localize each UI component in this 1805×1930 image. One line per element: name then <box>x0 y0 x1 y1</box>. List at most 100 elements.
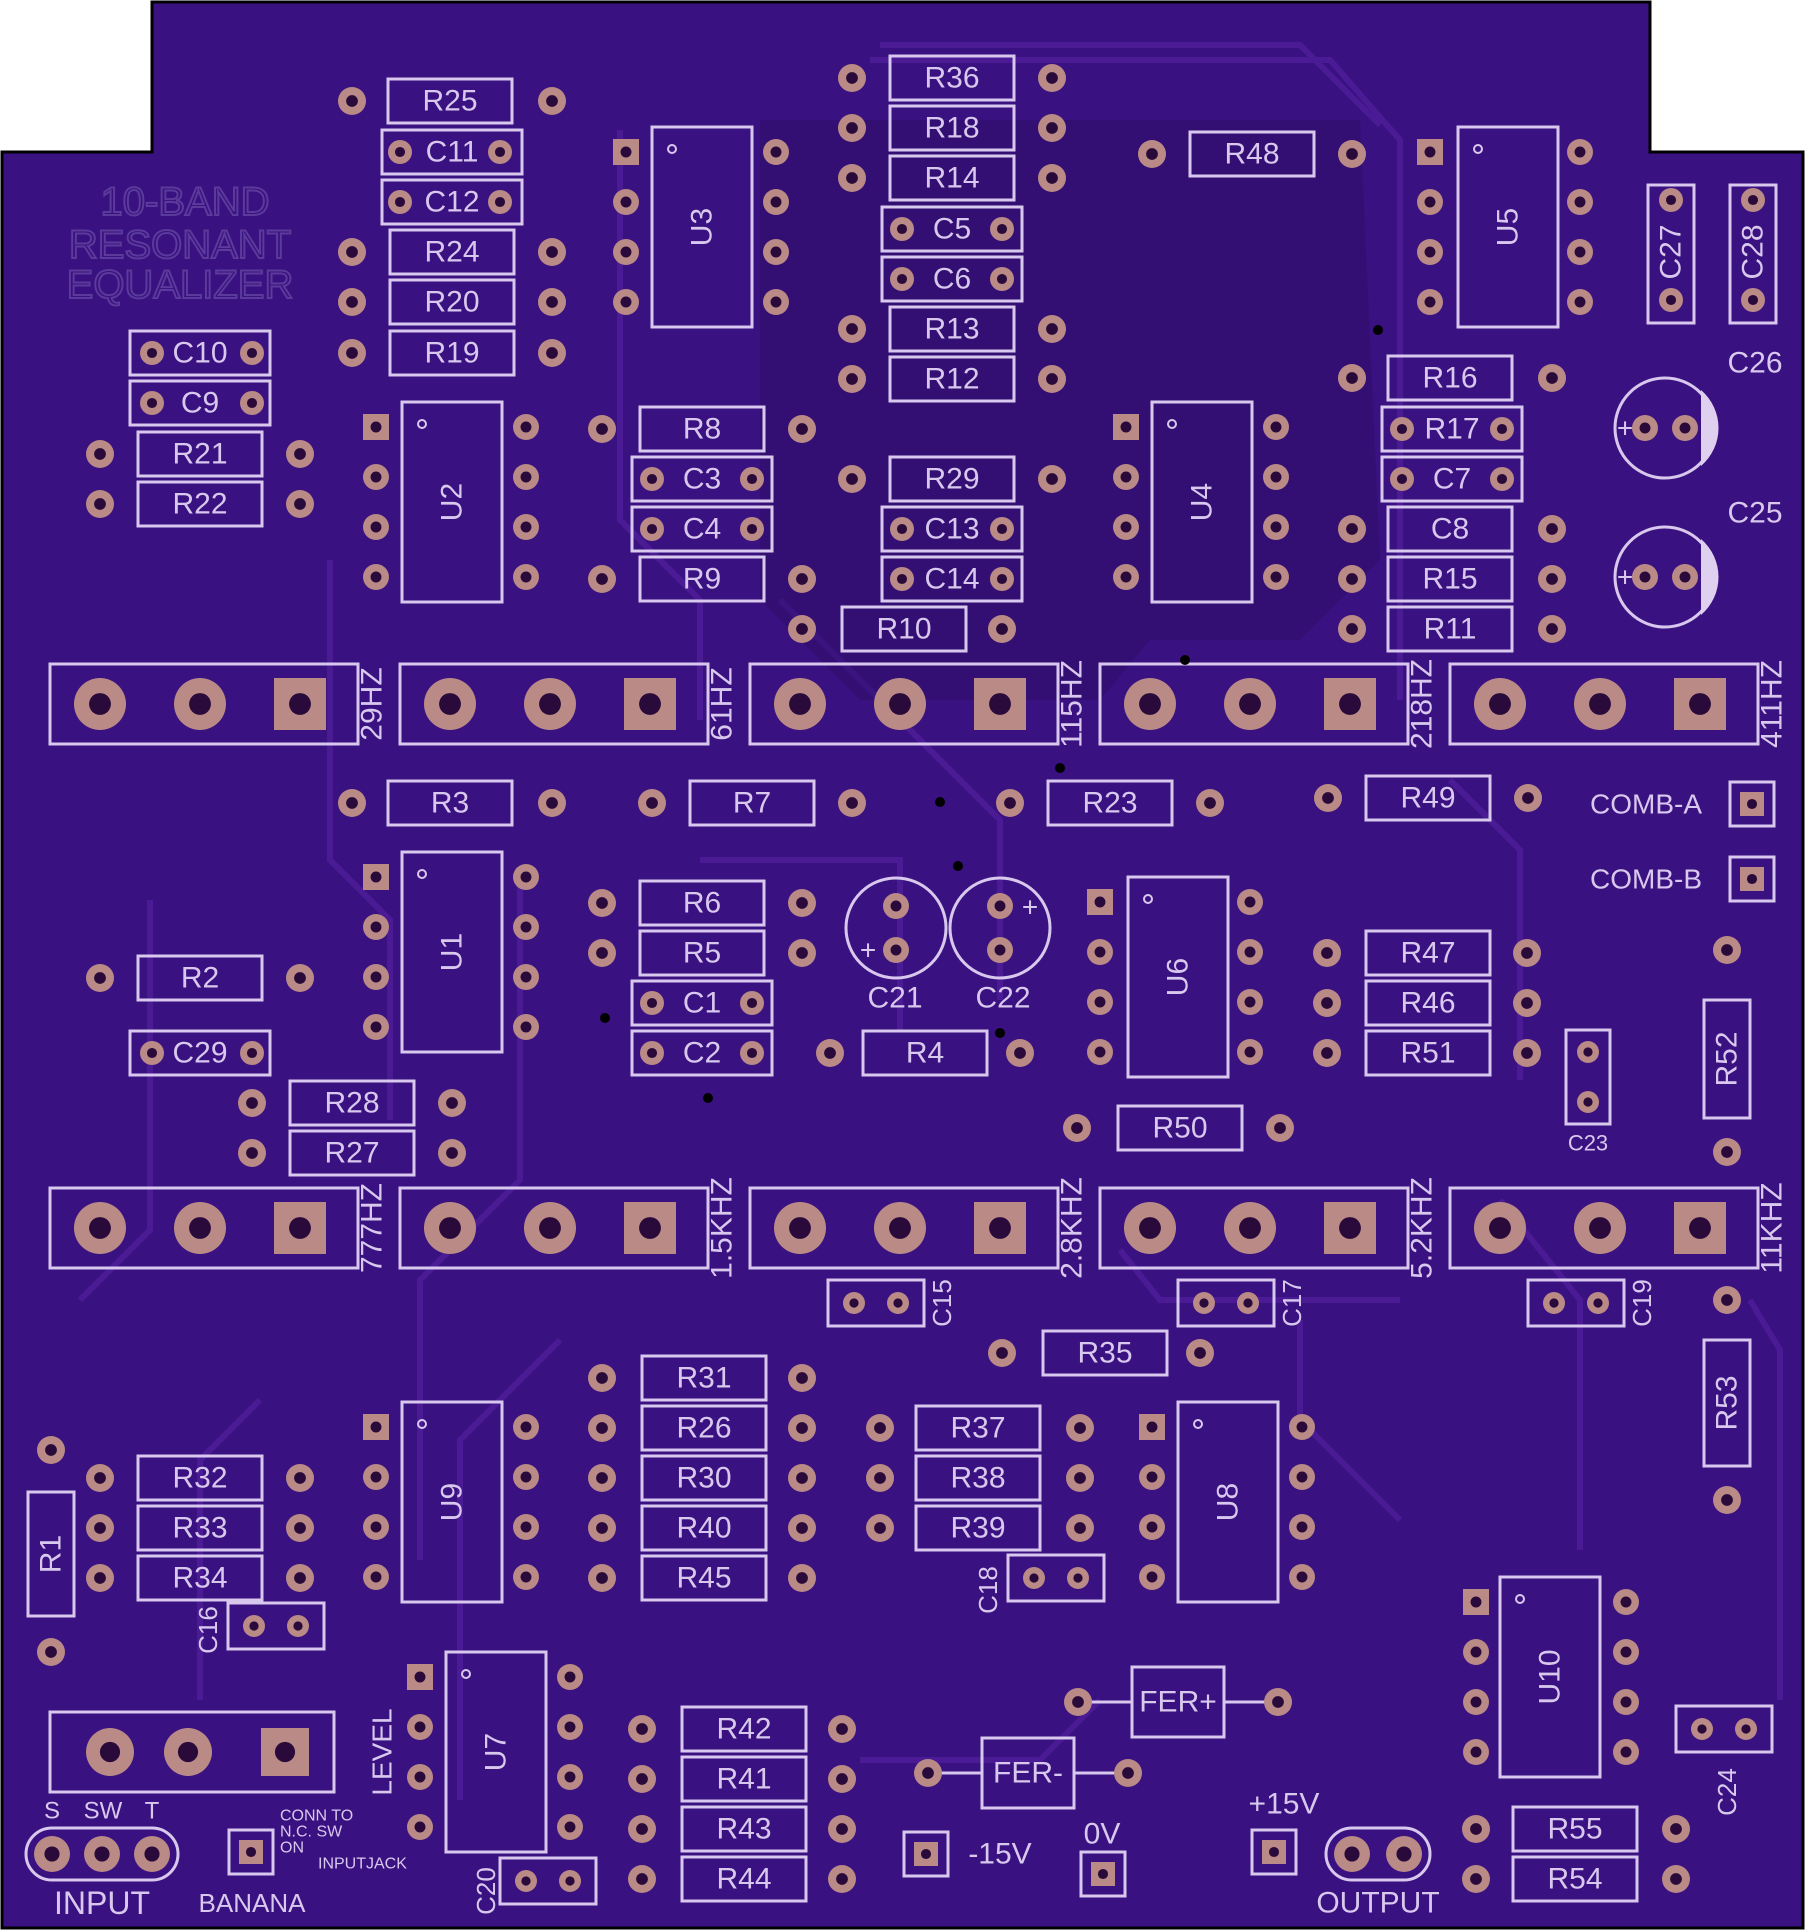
comb-b-label: COMB-B <box>1590 864 1702 895</box>
drill-hole <box>796 1422 808 1434</box>
drill-hole <box>836 1823 848 1835</box>
drill-hole <box>521 1876 531 1886</box>
drill-hole <box>1139 693 1161 715</box>
capacitor-label: C11 <box>426 136 479 169</box>
via <box>935 797 945 807</box>
drill-hole <box>596 1372 608 1384</box>
drill-hole <box>646 797 658 809</box>
drill-hole <box>346 296 358 308</box>
drill-hole <box>1670 1823 1682 1835</box>
drill-hole <box>1270 421 1282 433</box>
electrolytic-label: C22 <box>975 982 1030 1015</box>
resistor-r45 <box>640 1554 768 1602</box>
capacitor-c14 <box>880 555 1024 603</box>
resistor-label: R32 <box>172 1462 227 1495</box>
board-title: 10-BAND <box>101 180 270 224</box>
drill-hole <box>564 1821 576 1833</box>
resistor-label: R46 <box>1400 987 1455 1020</box>
level-label: LEVEL <box>367 1708 398 1795</box>
conn-note: CONN TO <box>280 1808 353 1825</box>
ground-pour <box>760 120 1380 700</box>
resistor-label: R25 <box>422 85 477 118</box>
ic-label: U5 <box>1492 208 1525 246</box>
drill-hole <box>564 1671 576 1683</box>
ic-label: U2 <box>436 483 469 521</box>
drill-hole <box>539 693 561 715</box>
resistor-r16 <box>1386 354 1514 402</box>
drill-hole <box>45 1646 57 1658</box>
potentiometer <box>1098 662 1410 746</box>
drill-hole <box>94 1572 106 1584</box>
drill-hole <box>1396 1846 1412 1862</box>
drill-hole <box>294 1472 306 1484</box>
drill-hole <box>346 95 358 107</box>
drill-hole <box>636 1723 648 1735</box>
copper-trace <box>1747 1298 1783 1700</box>
drill-hole <box>1665 294 1677 306</box>
drill-hole <box>1470 1646 1482 1658</box>
drill-hole <box>564 1771 576 1783</box>
drill-hole <box>494 146 506 158</box>
ic-label: U7 <box>480 1733 513 1771</box>
pot-label: 777HZ <box>356 1183 389 1273</box>
capacitor-c17 <box>1176 1278 1276 1328</box>
resistor-label: R37 <box>950 1412 1005 1445</box>
drill-hole <box>1521 1047 1533 1059</box>
resistor-label: R45 <box>676 1562 731 1595</box>
capacitor-c4 <box>630 505 774 553</box>
drill-hole <box>1620 1696 1632 1708</box>
via <box>1180 655 1190 665</box>
drill-hole <box>636 1873 648 1885</box>
drill-hole <box>846 323 858 335</box>
resistor-r3 <box>386 779 514 827</box>
drill-hole <box>1679 571 1691 583</box>
drill-hole <box>370 871 382 883</box>
drill-hole <box>846 72 858 84</box>
drill-hole <box>1074 1422 1086 1434</box>
resistor-label: R52 <box>1711 1031 1744 1086</box>
resistor-r22 <box>136 480 264 528</box>
capacitor-c23 <box>1564 1028 1612 1126</box>
resistor-label: R4 <box>906 1037 944 1070</box>
drill-hole <box>546 797 558 809</box>
plus15-label: +15V <box>1249 1788 1320 1821</box>
drill-hole <box>1721 1294 1733 1306</box>
capacitor-c27 <box>1646 183 1696 325</box>
drill-hole <box>1546 623 1558 635</box>
ic-u8 <box>1176 1400 1280 1604</box>
drill-hole <box>1424 196 1436 208</box>
resistor-r34 <box>136 1554 264 1602</box>
ic-u1 <box>400 850 504 1054</box>
electrolytic-label: C21 <box>867 982 922 1015</box>
ic-label: U4 <box>1186 483 1219 521</box>
comb-a-connector <box>1728 780 1776 828</box>
resistor-label: R28 <box>324 1087 379 1120</box>
drill-hole <box>889 693 911 715</box>
capacitor-c5 <box>880 205 1024 253</box>
drill-hole <box>1697 1724 1707 1734</box>
drill-hole <box>1120 521 1132 533</box>
drill-hole <box>596 1522 608 1534</box>
drill-hole <box>796 423 808 435</box>
resistor-r10 <box>840 605 968 653</box>
drill-hole <box>520 421 532 433</box>
electrolytic-label: C26 <box>1727 347 1782 380</box>
capacitor-label: C29 <box>172 1037 227 1070</box>
resistor-label: R30 <box>676 1462 731 1495</box>
resistor-r39 <box>914 1504 1042 1552</box>
drill-hole <box>874 1522 886 1534</box>
potentiometer <box>1448 1186 1760 1270</box>
ic-u5 <box>1456 125 1560 329</box>
input-pin-label: SW <box>84 1798 123 1825</box>
resistor-label: R8 <box>683 413 721 446</box>
capacitor-label: C16 <box>193 1606 223 1654</box>
capacitor-c1 <box>630 979 774 1027</box>
board-title: RESONANT <box>69 223 291 267</box>
drill-hole <box>1489 693 1511 715</box>
drill-hole <box>294 448 306 460</box>
resistor-label: R40 <box>676 1512 731 1545</box>
drill-hole <box>1296 1571 1308 1583</box>
drill-hole <box>796 1522 808 1534</box>
drill-hole <box>996 573 1008 585</box>
capacitor-label: C13 <box>924 513 979 546</box>
